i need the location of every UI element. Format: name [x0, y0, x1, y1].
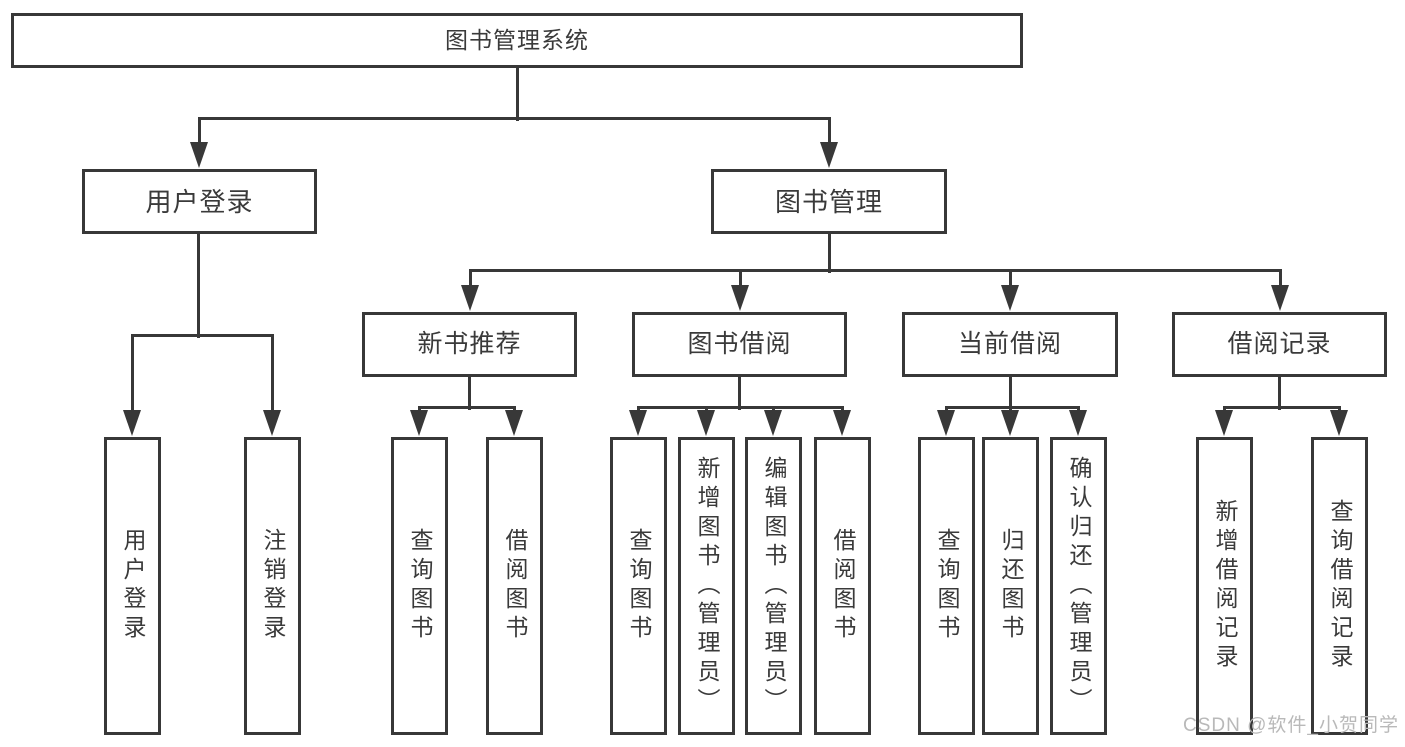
leaf-bb-edit-books: 编辑图书（管理员） [745, 437, 802, 735]
leaf-cb-confirm-return: 确认归还（管理员） [1050, 437, 1107, 735]
watermark: CSDN @软件_小贺同学 [1183, 715, 1399, 736]
leaf-nbr-query-books-label: 查询图书 [407, 528, 433, 644]
arrow-down-icon [410, 410, 428, 436]
arrow-down-icon [263, 410, 281, 436]
connector-hline [198, 117, 831, 120]
arrow-down-icon [697, 410, 715, 436]
node-book-borrow-label: 图书借阅 [687, 330, 792, 358]
arrow-down-icon [123, 410, 141, 436]
leaf-user-login-label: 用户登录 [120, 528, 146, 644]
connector-vline [271, 335, 274, 414]
node-new-book-recommend: 新书推荐 [362, 312, 577, 377]
leaf-bb-add-books: 新增图书（管理员） [678, 437, 735, 735]
node-user-login-label: 用户登录 [145, 186, 254, 217]
arrow-down-icon [1330, 410, 1348, 436]
node-new-book-recommend-label: 新书推荐 [417, 330, 522, 358]
connector-vline [738, 377, 741, 410]
connector-vline [197, 234, 200, 338]
arrow-down-icon [190, 142, 208, 168]
leaf-nbr-borrow-books: 借阅图书 [486, 437, 543, 735]
arrow-down-icon [833, 410, 851, 436]
connector-vline [469, 270, 472, 289]
arrow-down-icon [1001, 285, 1019, 311]
leaf-bb-add-books-label: 新增图书（管理员） [694, 455, 720, 717]
node-user-login: 用户登录 [82, 169, 317, 234]
arrow-down-icon [764, 410, 782, 436]
leaf-cb-query-books: 查询图书 [918, 437, 975, 735]
node-book-borrow: 图书借阅 [632, 312, 847, 377]
arrow-down-icon [629, 410, 647, 436]
connector-hline [945, 406, 1080, 409]
leaf-cb-return-books-label: 归还图书 [998, 528, 1024, 644]
connector-hline [131, 334, 274, 337]
leaf-bb-query-books: 查询图书 [610, 437, 667, 735]
arrow-down-icon [505, 410, 523, 436]
leaf-bb-query-books-label: 查询图书 [626, 528, 652, 644]
leaf-bb-edit-books-label: 编辑图书（管理员） [761, 455, 787, 717]
node-book-management: 图书管理 [711, 169, 947, 234]
arrow-down-icon [820, 142, 838, 168]
leaf-nbr-borrow-books-label: 借阅图书 [502, 528, 528, 644]
connector-hline [418, 406, 516, 409]
connector-vline [828, 118, 831, 146]
connector-vline [1278, 377, 1281, 410]
connector-vline [1009, 377, 1012, 414]
connector-vline [516, 68, 519, 121]
leaf-nbr-query-books: 查询图书 [391, 437, 448, 735]
arrow-down-icon [461, 285, 479, 311]
arrow-down-icon [1215, 410, 1233, 436]
connector-vline [131, 335, 134, 414]
leaf-bb-borrow-books: 借阅图书 [814, 437, 871, 735]
arrow-down-icon [1271, 285, 1289, 311]
leaf-logout-label: 注销登录 [260, 528, 286, 644]
arrow-down-icon [1001, 410, 1019, 436]
leaf-br-query-record-label: 查询借阅记录 [1327, 499, 1353, 673]
node-borrow-records: 借阅记录 [1172, 312, 1387, 377]
connector-vline [198, 118, 201, 146]
leaf-br-add-record-label: 新增借阅记录 [1212, 499, 1238, 673]
connector-vline [1009, 270, 1012, 289]
leaf-br-query-record: 查询借阅记录 [1311, 437, 1368, 735]
node-book-management-label: 图书管理 [774, 186, 883, 217]
node-current-borrow-label: 当前借阅 [957, 330, 1062, 358]
node-root: 图书管理系统 [11, 13, 1023, 68]
leaf-bb-borrow-books-label: 借阅图书 [830, 528, 856, 644]
arrow-down-icon [1069, 410, 1087, 436]
leaf-cb-confirm-return-label: 确认归还（管理员） [1066, 455, 1092, 717]
leaf-logout: 注销登录 [244, 437, 301, 735]
connector-vline [828, 234, 831, 273]
leaf-user-login: 用户登录 [104, 437, 161, 735]
connector-vline [739, 270, 742, 289]
node-current-borrow: 当前借阅 [902, 312, 1118, 377]
connector-hline [637, 406, 844, 409]
leaf-cb-query-books-label: 查询图书 [934, 528, 960, 644]
connector-vline [468, 377, 471, 410]
arrow-down-icon [731, 285, 749, 311]
connector-hline [469, 269, 1282, 272]
arrow-down-icon [937, 410, 955, 436]
leaf-cb-return-books: 归还图书 [982, 437, 1039, 735]
node-root-label: 图书管理系统 [445, 27, 589, 53]
connector-vline [1279, 270, 1282, 289]
leaf-br-add-record: 新增借阅记录 [1196, 437, 1253, 735]
node-borrow-records-label: 借阅记录 [1227, 330, 1332, 358]
connector-hline [1223, 406, 1341, 409]
